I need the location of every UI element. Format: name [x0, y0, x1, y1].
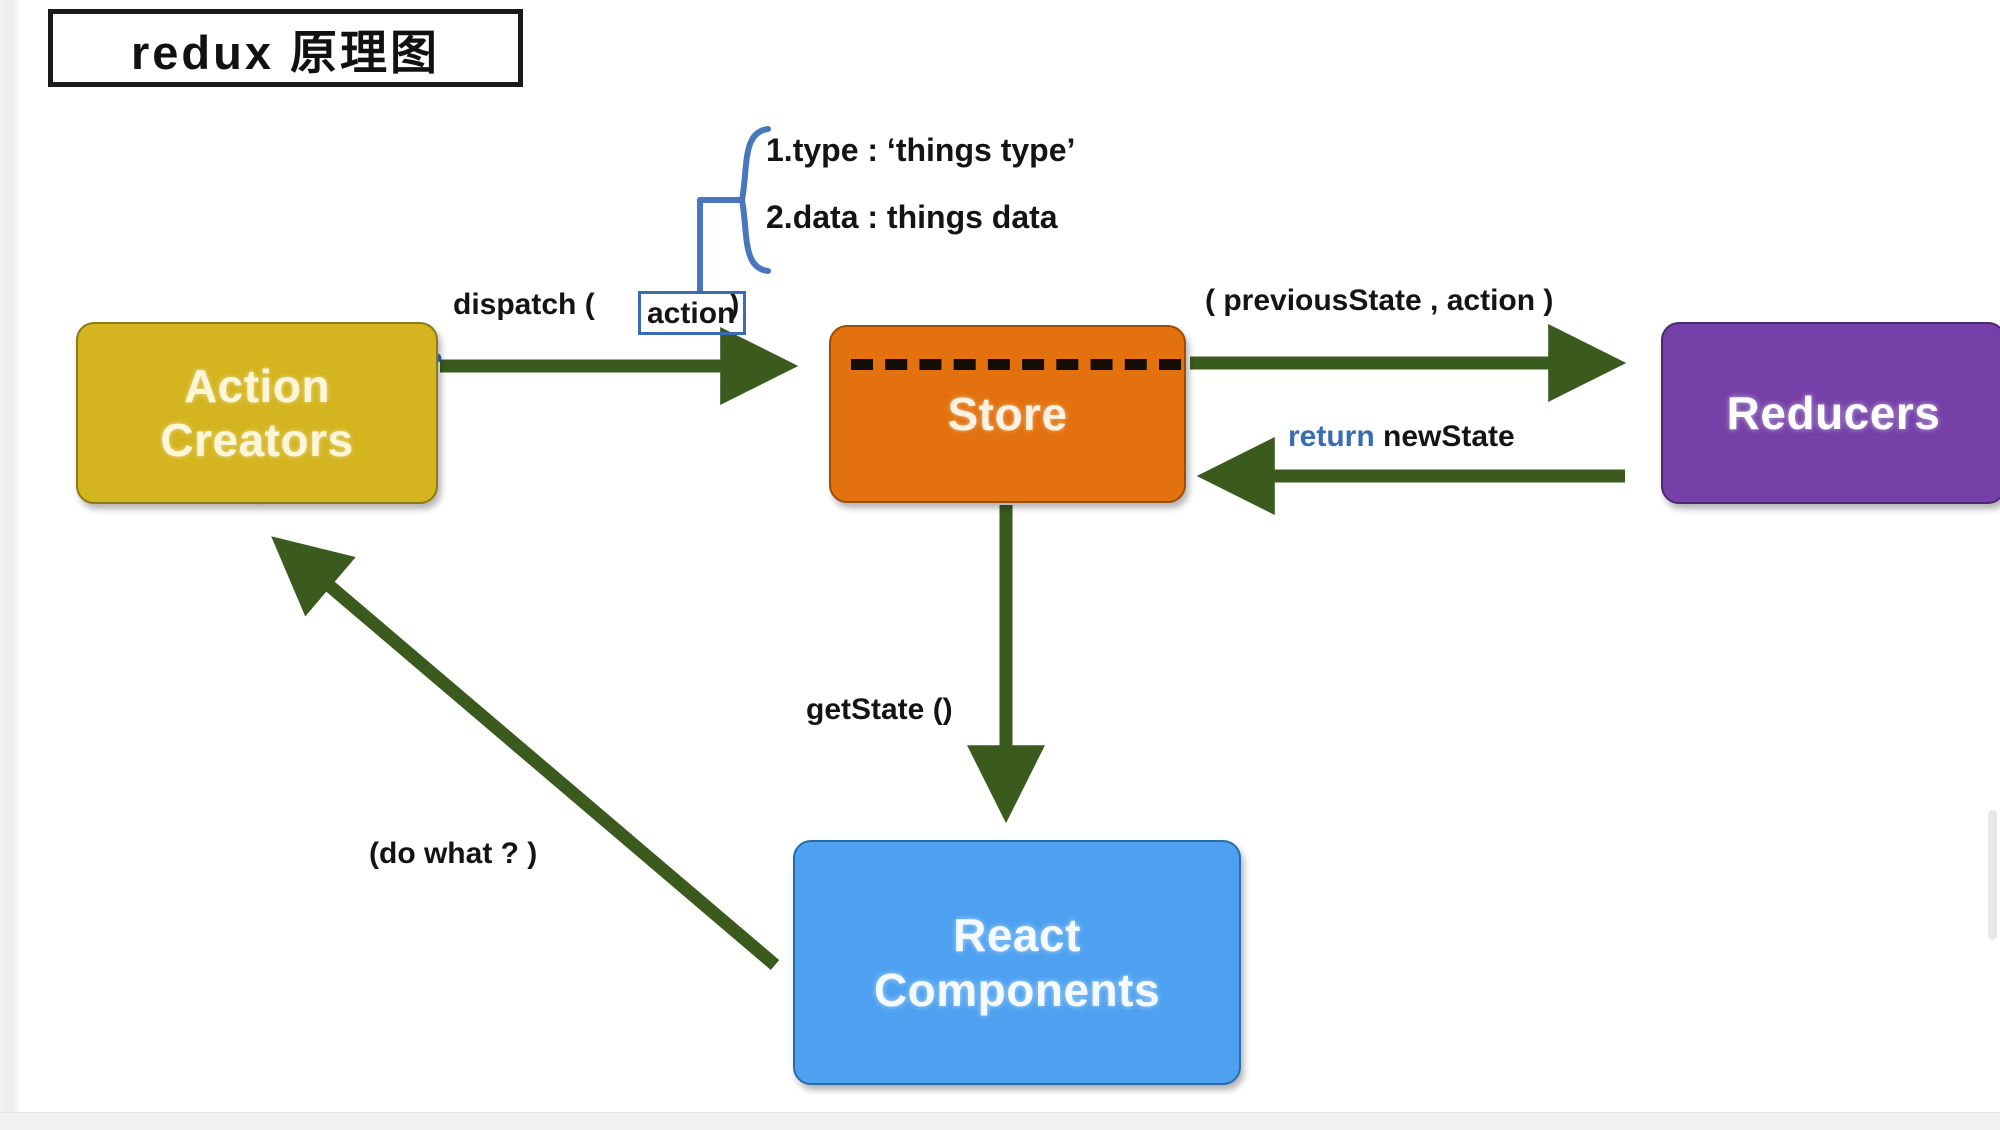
previous-state-label: ( previousState , action ) [1205, 284, 1554, 317]
node-action-creators[interactable]: Action Creators [76, 322, 438, 504]
action-chip-box[interactable]: action [638, 291, 746, 335]
node-react-components-line2: Components [873, 963, 1161, 1016]
node-reducers[interactable]: Reducers [1661, 322, 2000, 504]
action-shape-type-label: 1.type : ‘things type’ [766, 132, 1076, 168]
node-store-label: Store [947, 387, 1068, 440]
dispatch-label-prefix: dispatch ( [453, 288, 595, 321]
node-action-creators-line2: Creators [160, 414, 354, 466]
page-title: redux 原理图 [130, 25, 441, 79]
dispatch-label-suffix: ) [729, 288, 740, 321]
node-action-creators-line1: Action [183, 359, 331, 412]
edge-do-what [271, 536, 780, 970]
node-react-components-line1: React [953, 909, 1081, 962]
node-store[interactable]: Store [829, 325, 1186, 503]
node-reducers-label: Reducers [1726, 386, 1941, 439]
return-new-state-label: return newState [1288, 420, 1515, 454]
action-shape-data-label: 2.data : things data [766, 199, 1058, 235]
dispatch-label: dispatch ( ) [453, 288, 739, 322]
node-react-components[interactable]: React Components [793, 840, 1241, 1085]
return-keyword: return [1288, 420, 1375, 453]
page-bottom-gutter [0, 1112, 2000, 1130]
store-dashed-divider [851, 359, 1181, 370]
diagram-title-box: redux 原理图 [48, 9, 523, 87]
action-chip-label: action [647, 297, 736, 330]
get-state-label: getState () [806, 693, 953, 726]
vertical-scrollbar-thumb[interactable] [1988, 810, 1997, 940]
action-shape-brace [697, 126, 771, 294]
return-value: newState [1374, 420, 1515, 453]
do-what-label: (do what ? ) [369, 837, 538, 870]
page-left-gutter [0, 0, 20, 1113]
